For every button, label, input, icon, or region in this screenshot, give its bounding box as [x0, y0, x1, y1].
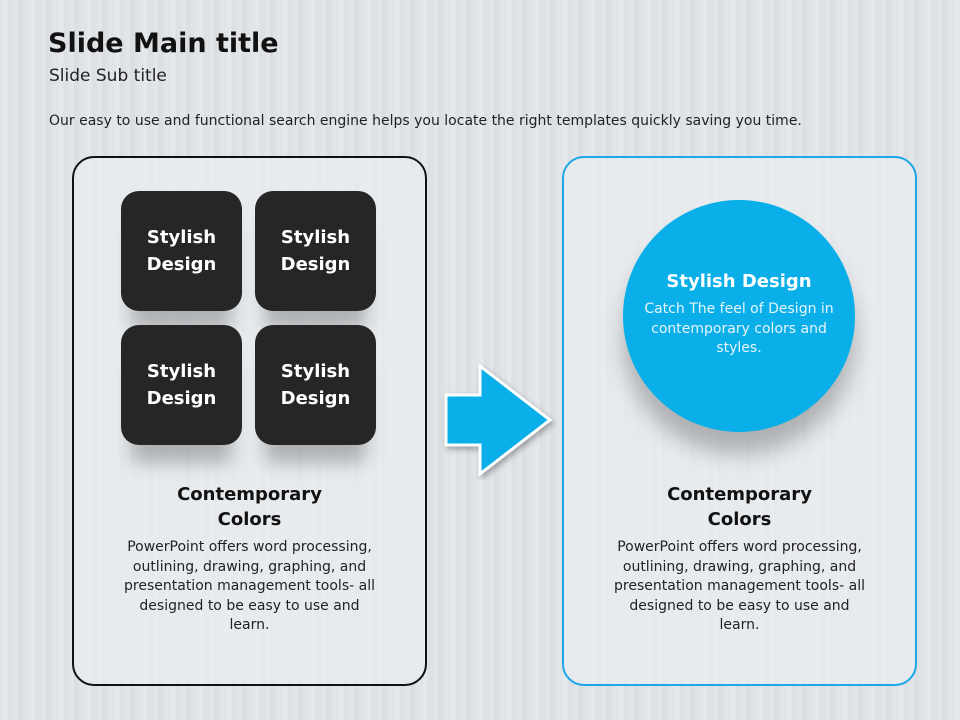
heading-line: Contemporary [667, 484, 812, 505]
tile-line: Design [280, 254, 351, 275]
tile-line: Stylish [146, 361, 217, 382]
tile-line: Stylish [280, 361, 351, 382]
right-panel-body: PowerPoint offers word processing, outli… [614, 539, 865, 633]
heading-line: Colors [707, 509, 772, 530]
tile-line: Design [280, 388, 351, 409]
tile-line: Design [146, 254, 217, 275]
heading-line: Contemporary [177, 484, 322, 505]
tile-line: Stylish [280, 227, 351, 248]
slide-description: Our easy to use and functional search en… [49, 113, 802, 129]
heading-line: Colors [217, 509, 282, 530]
slide-subtitle: Slide Sub title [49, 66, 167, 86]
circle-body: Catch The feel of Design in contemporary… [644, 301, 834, 356]
arrow-right-icon [444, 362, 553, 478]
slide-title: Slide Main title [48, 28, 279, 59]
tile-line: Stylish [146, 227, 217, 248]
circle-title: Stylish Design [666, 271, 812, 292]
feature-circle: Stylish Design Catch The feel of Design … [623, 200, 855, 432]
tile-line: Design [146, 388, 217, 409]
left-panel-body: PowerPoint offers word processing, outli… [124, 539, 375, 633]
